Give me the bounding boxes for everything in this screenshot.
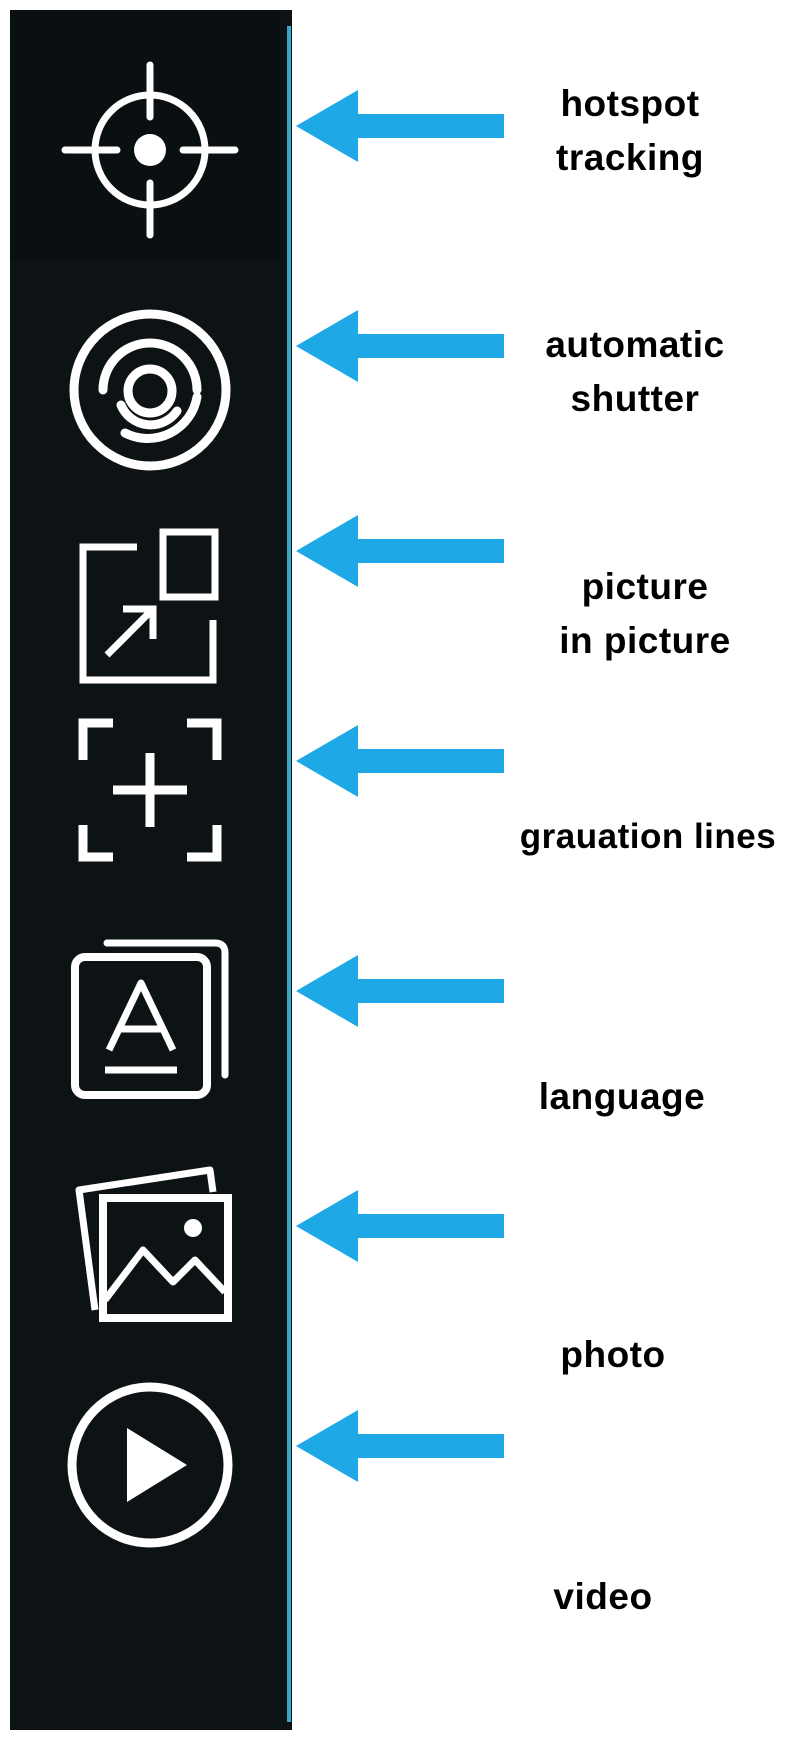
callout-arrow xyxy=(296,1190,504,1262)
callout-arrow xyxy=(296,955,504,1027)
crosshair-icon xyxy=(61,61,239,239)
callout-arrow xyxy=(296,1410,504,1482)
callout-arrow xyxy=(296,310,504,382)
callout-arrow xyxy=(296,725,504,797)
hotspot-tracking-label: hotspot tracking xyxy=(556,83,704,178)
picture-in-picture-button[interactable] xyxy=(40,505,260,725)
photo-button[interactable] xyxy=(40,1135,260,1355)
icon-sidebar xyxy=(10,10,292,1730)
video-play-icon xyxy=(67,1382,233,1548)
photo-label: photo xyxy=(560,1334,666,1375)
graduation-lines-button[interactable] xyxy=(40,680,260,900)
callout-arrow xyxy=(296,90,504,162)
language-button[interactable] xyxy=(40,910,260,1130)
sidebar-edge-line xyxy=(287,26,291,1722)
video-button[interactable] xyxy=(40,1355,260,1575)
graduation-lines-label: grauation lines xyxy=(519,817,777,856)
graduation-lines-icon xyxy=(78,718,222,862)
video-label: video xyxy=(553,1576,653,1617)
language-icon xyxy=(71,939,229,1099)
language-label: language xyxy=(538,1076,706,1117)
callout-arrow xyxy=(296,515,504,587)
picture-in-picture-icon xyxy=(79,528,219,684)
picture-in-picture-label: picture in picture xyxy=(559,566,731,661)
automatic-shutter-button[interactable] xyxy=(40,280,260,500)
automatic-shutter-label: automatic shutter xyxy=(545,324,725,419)
shutter-icon xyxy=(69,309,231,471)
hotspot-tracking-button[interactable] xyxy=(40,40,260,260)
photo-icon xyxy=(75,1166,232,1322)
